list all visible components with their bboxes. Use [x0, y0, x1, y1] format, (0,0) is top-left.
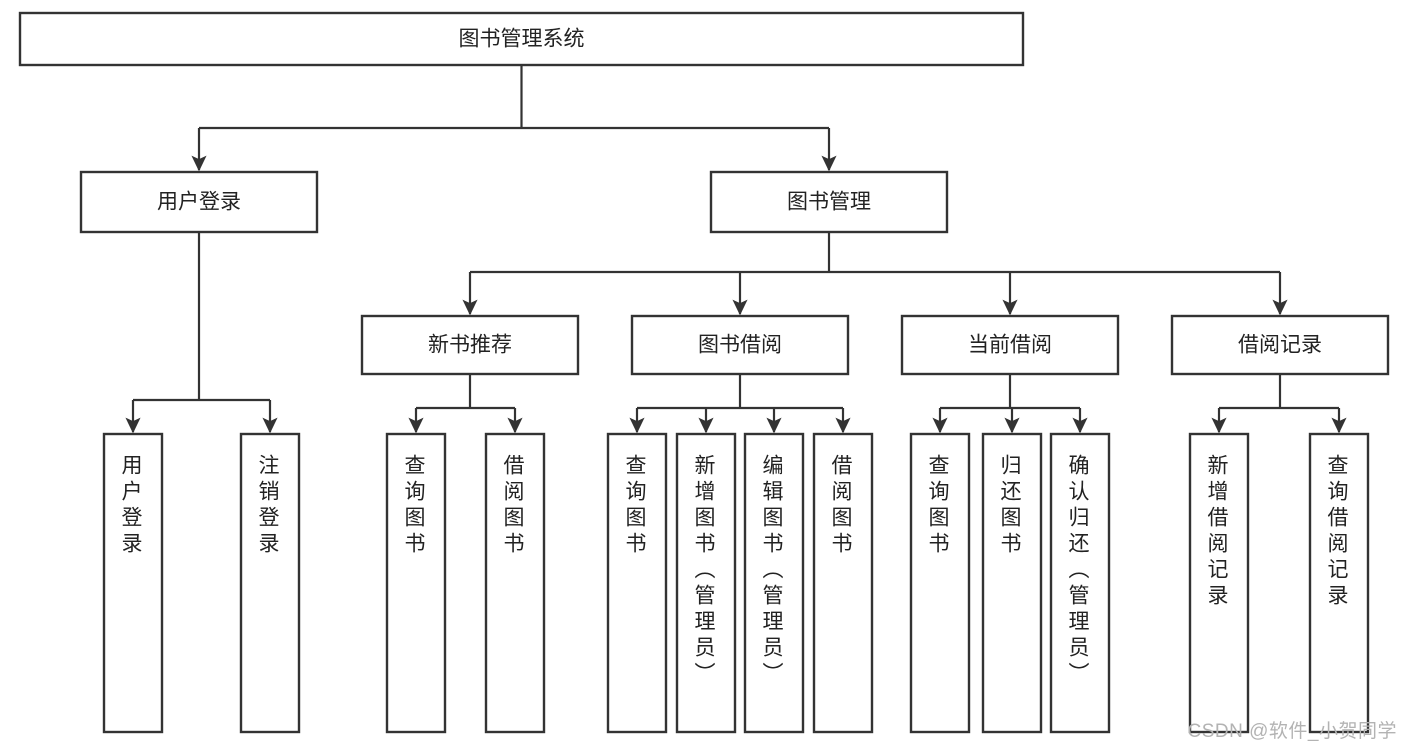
watermark-text: CSDN @软件_小贺同学 — [1187, 721, 1397, 742]
node-leaf-box-10[interactable] — [1049, 432, 1111, 734]
node-level2-box-3[interactable] — [1170, 314, 1390, 376]
node-level2-box-1[interactable] — [630, 314, 850, 376]
node-leaf-box-8[interactable] — [909, 432, 971, 734]
node-level2-label-0: 新书推荐 — [428, 334, 512, 357]
node-leaf-box-5[interactable] — [675, 432, 737, 734]
node-leaf-box-4[interactable] — [606, 432, 668, 734]
node-leaf-box-1[interactable] — [239, 432, 301, 734]
node-level1-box-0[interactable] — [79, 170, 319, 234]
node-level2-label-3: 借阅记录 — [1238, 334, 1322, 357]
node-leaf-box-7[interactable] — [812, 432, 874, 734]
node-level2-label-2: 当前借阅 — [968, 334, 1052, 357]
node-box-layer — [18, 11, 1390, 734]
node-root-box[interactable] — [18, 11, 1025, 67]
node-leaf-box-11[interactable] — [1188, 432, 1250, 734]
node-leaf-box-6[interactable] — [743, 432, 805, 734]
node-leaf-box-2[interactable] — [385, 432, 447, 734]
node-level2-box-2[interactable] — [900, 314, 1120, 376]
node-leaf-box-9[interactable] — [981, 432, 1043, 734]
node-root-label: 图书管理系统 — [459, 28, 585, 51]
node-level2-label-1: 图书借阅 — [698, 334, 782, 357]
node-level1-box-1[interactable] — [709, 170, 949, 234]
connector-layer — [125, 65, 1347, 434]
node-leaf-box-12[interactable] — [1308, 432, 1370, 734]
node-leaf-box-0[interactable] — [102, 432, 164, 734]
node-level2-box-0[interactable] — [360, 314, 580, 376]
node-level1-label-0: 用户登录 — [157, 191, 241, 214]
node-leaf-box-3[interactable] — [484, 432, 546, 734]
node-level1-label-1: 图书管理 — [787, 191, 871, 214]
